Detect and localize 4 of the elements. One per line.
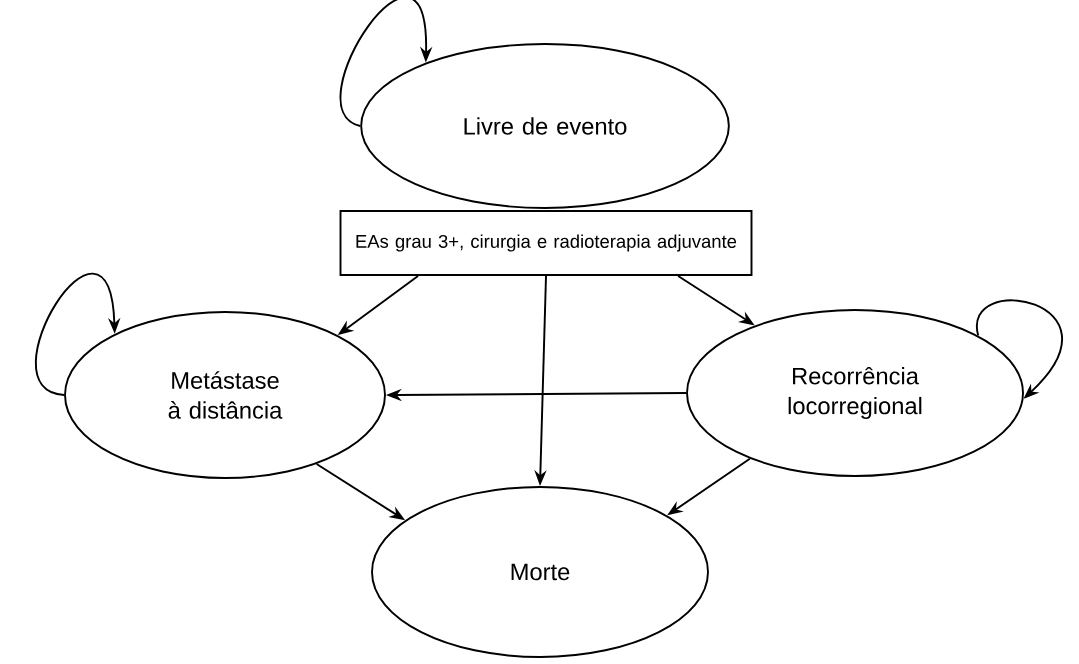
self-loop-arrow (340, 0, 433, 127)
self-loop-arrow (976, 299, 1063, 399)
transition-box: EAs grau 3+, cirurgia e radioterapia adjuvante (339, 210, 753, 276)
self-loop-arrow (34, 272, 121, 396)
